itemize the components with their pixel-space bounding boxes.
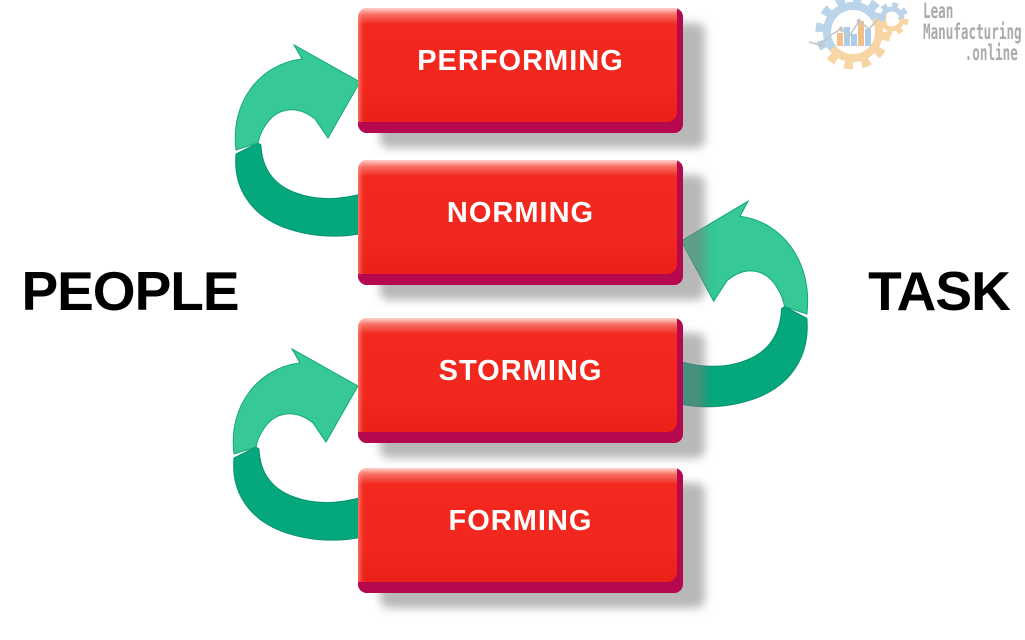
cycle-arrow-norming-to-performing-icon [234,44,379,237]
logo-line-lean: Lean [923,0,954,23]
leanmanufacturing-online-logo: Lean Manufacturing .online [806,0,1025,82]
stage-box-norming: NORMING [358,160,683,285]
cycle-arrow-storming-to-norming-icon [662,200,809,408]
stage-label-forming: FORMING [448,505,593,537]
stage-label-storming: STORMING [438,355,603,387]
stage-label-norming: NORMING [446,197,595,229]
stage-label-performing: PERFORMING [417,45,624,77]
stage-box-storming: STORMING [358,318,683,443]
gears-chart-icon [808,0,946,82]
logo-line-online: .online [964,41,1018,65]
logo-line-manufacturing: Manufacturing [923,20,1022,44]
task-axis-label: TASK [868,260,1011,322]
logo-wordmark: Lean Manufacturing .online [923,0,1022,65]
stage-box-forming: FORMING [358,468,683,593]
stage-box-performing: PERFORMING [358,8,683,133]
cycle-arrow-forming-to-storming-icon [232,348,377,541]
people-axis-label: PEOPLE [21,260,239,322]
